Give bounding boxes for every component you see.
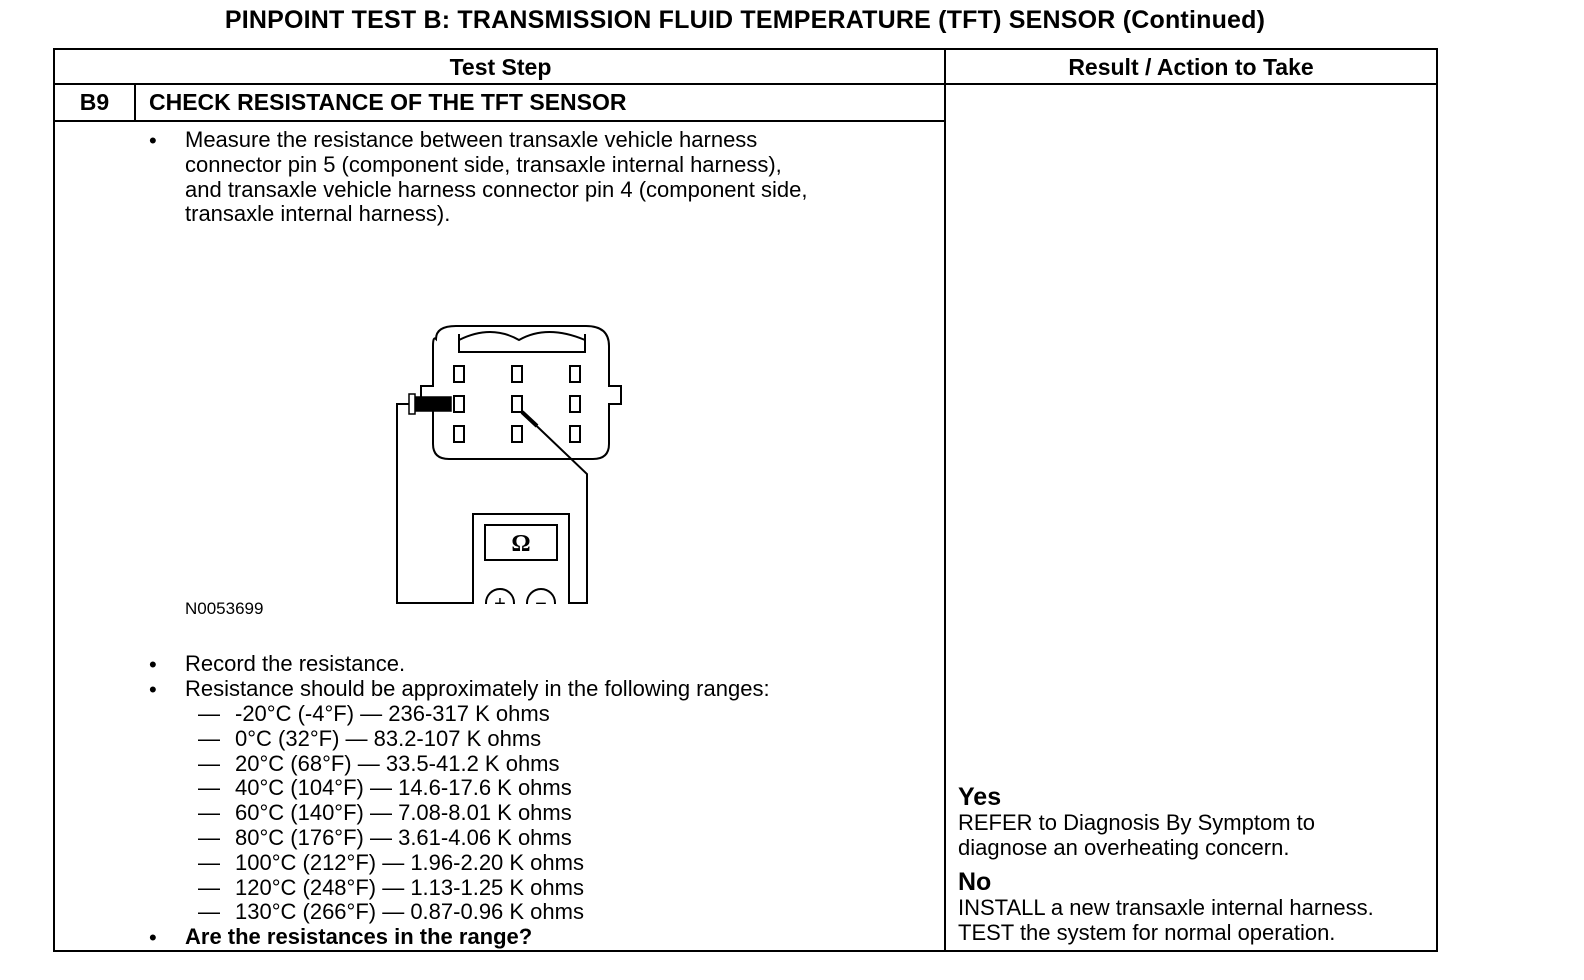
result-yes: Yes REFER to Diagnosis By Symptom to dia… bbox=[958, 783, 1316, 861]
yes-line: diagnose an overheating concern. bbox=[958, 835, 1290, 860]
bullet-marker: • bbox=[149, 128, 157, 153]
instruction-line: and transaxle vehicle harness connector … bbox=[185, 176, 808, 202]
test-lead-wires bbox=[396, 403, 588, 604]
result-no: No INSTALL a new transaxle internal harn… bbox=[958, 868, 1374, 946]
instruction-line: transaxle internal harness). bbox=[185, 201, 451, 227]
plus-symbol: + bbox=[494, 593, 506, 604]
no-line: INSTALL a new transaxle internal harness… bbox=[958, 895, 1374, 920]
page-title: PINPOINT TEST B: TRANSMISSION FLUID TEMP… bbox=[224, 6, 1266, 34]
range-item: 120°C (248°F) — 1.13-1.25 K ohms bbox=[235, 874, 584, 900]
range-item: 80°C (176°F) — 3.61-4.06 K ohms bbox=[235, 825, 572, 850]
range-item: 0°C (32°F) — 83.2-107 K ohms bbox=[235, 725, 542, 751]
column-divider bbox=[944, 50, 946, 950]
test-table: Test Step Result / Action to Take B9 CHE… bbox=[53, 48, 1438, 952]
yes-line: REFER to Diagnosis By Symptom to bbox=[958, 810, 1316, 835]
ranges-intro: Resistance should be approximately in th… bbox=[185, 676, 770, 701]
question-text: Are the resistances in the range? bbox=[185, 924, 533, 949]
yes-label: Yes bbox=[958, 783, 1002, 811]
connector-icon bbox=[420, 325, 622, 460]
step-content: • Measure the resistance between transax… bbox=[55, 124, 944, 950]
dash-marker: — bbox=[198, 725, 220, 751]
range-item: 100°C (212°F) — 1.96-2.20 K ohms bbox=[235, 849, 584, 875]
dash-marker: — bbox=[198, 800, 220, 826]
ohmmeter-icon bbox=[472, 513, 570, 604]
range-item: 60°C (140°F) — 7.08-8.01 K ohms bbox=[235, 800, 572, 826]
figure-id: N0053699 bbox=[185, 599, 264, 618]
header-test-step: Test Step bbox=[55, 50, 946, 85]
dash-marker: — bbox=[198, 849, 220, 875]
dash-marker: — bbox=[198, 874, 220, 900]
instruction-line: connector pin 5 (component side, transax… bbox=[185, 151, 782, 177]
range-item: 20°C (68°F) — 33.5-41.2 K ohms bbox=[235, 750, 560, 776]
bullet-marker: • bbox=[149, 925, 157, 950]
range-item: 130°C (266°F) — 0.87-0.96 K ohms bbox=[235, 899, 584, 925]
bullet-marker: • bbox=[149, 652, 157, 677]
dash-marker: — bbox=[198, 701, 220, 726]
record-text: Record the resistance. bbox=[185, 651, 406, 676]
range-item: -20°C (-4°F) — 236-317 K ohms bbox=[235, 701, 550, 726]
minus-symbol: − bbox=[535, 593, 547, 604]
step-title: CHECK RESISTANCE OF THE TFT SENSOR bbox=[149, 89, 627, 115]
bullet-marker: • bbox=[149, 677, 157, 702]
no-label: No bbox=[958, 868, 992, 896]
dash-marker: — bbox=[198, 899, 220, 925]
instruction-text: Measure the resistance between transaxle… bbox=[185, 127, 925, 227]
dash-marker: — bbox=[198, 775, 220, 801]
step-row: B9 CHECK RESISTANCE OF THE TFT SENSOR bbox=[55, 85, 946, 122]
no-line: TEST the system for normal operation. bbox=[958, 920, 1336, 945]
step-number: B9 bbox=[55, 85, 136, 120]
dash-marker: — bbox=[198, 825, 220, 850]
header-result: Result / Action to Take bbox=[946, 50, 1436, 85]
ohm-symbol: Ω bbox=[511, 531, 530, 557]
dash-marker: — bbox=[198, 750, 220, 776]
connector-diagram: Ω + − bbox=[396, 325, 622, 604]
probe-left-icon bbox=[408, 393, 452, 415]
range-item: 40°C (104°F) — 14.6-17.6 K ohms bbox=[235, 775, 572, 801]
instruction-line: Measure the resistance between transaxle… bbox=[185, 127, 758, 152]
